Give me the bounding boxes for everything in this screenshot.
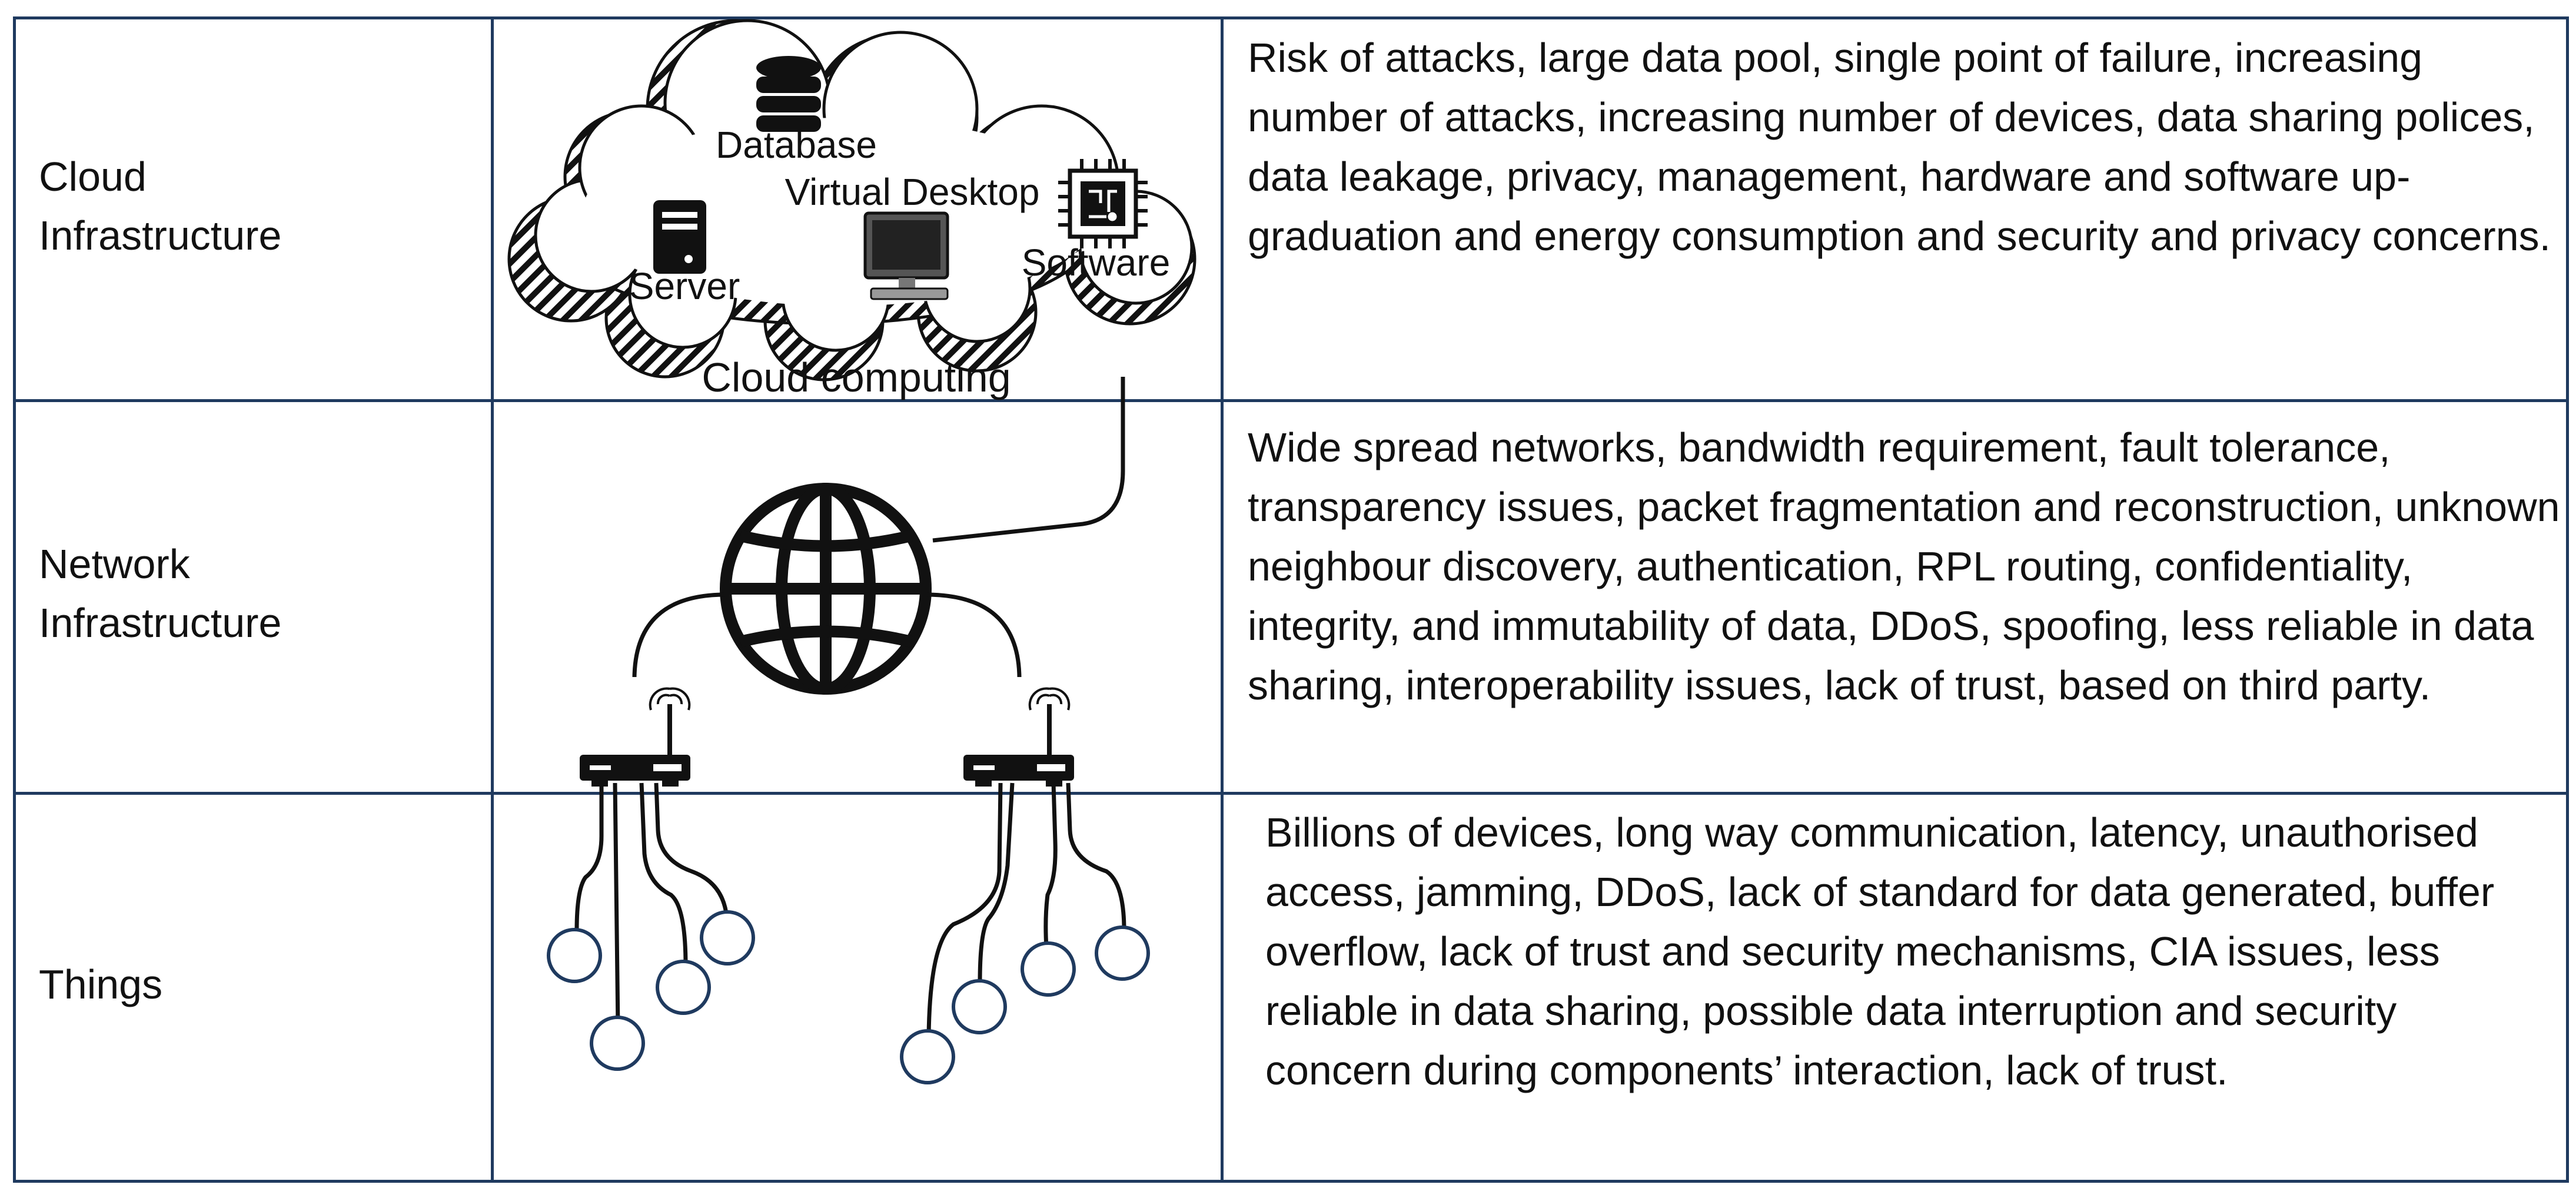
row-label-network: Network Infrastructure: [39, 541, 282, 646]
description-things: Billions of devices, long way communicat…: [1265, 809, 2495, 1093]
thing-node-icon: [590, 1016, 645, 1071]
table-border-right: [2566, 16, 2569, 1183]
thing-node-icon: [656, 960, 711, 1015]
chip-icon: [1058, 159, 1148, 248]
globe-icon: [720, 483, 932, 695]
row-divider-1: [13, 399, 2569, 402]
column-divider-2: [1221, 16, 1224, 1183]
globe-to-router-right: [925, 592, 1022, 678]
database-icon: [756, 56, 821, 132]
row-label-cloud: Cloud Infrastructure: [39, 154, 282, 258]
thing-node-icon: [900, 1029, 955, 1084]
column-divider-1: [491, 16, 494, 1183]
table-border-bottom: [13, 1180, 2569, 1183]
table-border-top: [13, 16, 2569, 19]
thing-node-icon: [547, 928, 602, 983]
software-label: Software: [1022, 241, 1171, 284]
thing-nodes: [547, 910, 1150, 1084]
description-network: Wide spread networks, bandwidth requirem…: [1248, 424, 2560, 708]
globe-to-router-left: [632, 592, 726, 678]
server-label: Server: [629, 265, 740, 307]
row-divider-2: [13, 792, 2569, 795]
thing-node-icon: [700, 910, 755, 966]
thing-node-icon: [1021, 941, 1076, 997]
cloud-to-globe-link: [932, 377, 1125, 543]
router-icon: [963, 687, 1074, 787]
thing-node-icon: [1095, 925, 1150, 981]
virtual-desktop-label: Virtual Desktop: [785, 171, 1040, 213]
table-border-left: [13, 16, 16, 1183]
server-icon: [653, 200, 706, 274]
cloud-computing-label: Cloud computing: [702, 354, 1011, 400]
description-cloud: Risk of attacks, large data pool, single…: [1248, 35, 2551, 259]
database-label: Database: [716, 124, 877, 166]
router-icon: [580, 687, 691, 787]
right-device-wires: [926, 782, 1126, 1037]
cloud-shape: [507, 19, 1196, 381]
row-label-things: Things: [39, 961, 163, 1007]
thing-node-icon: [952, 979, 1007, 1034]
left-device-wires: [574, 782, 729, 1028]
monitor-icon: [863, 211, 949, 300]
